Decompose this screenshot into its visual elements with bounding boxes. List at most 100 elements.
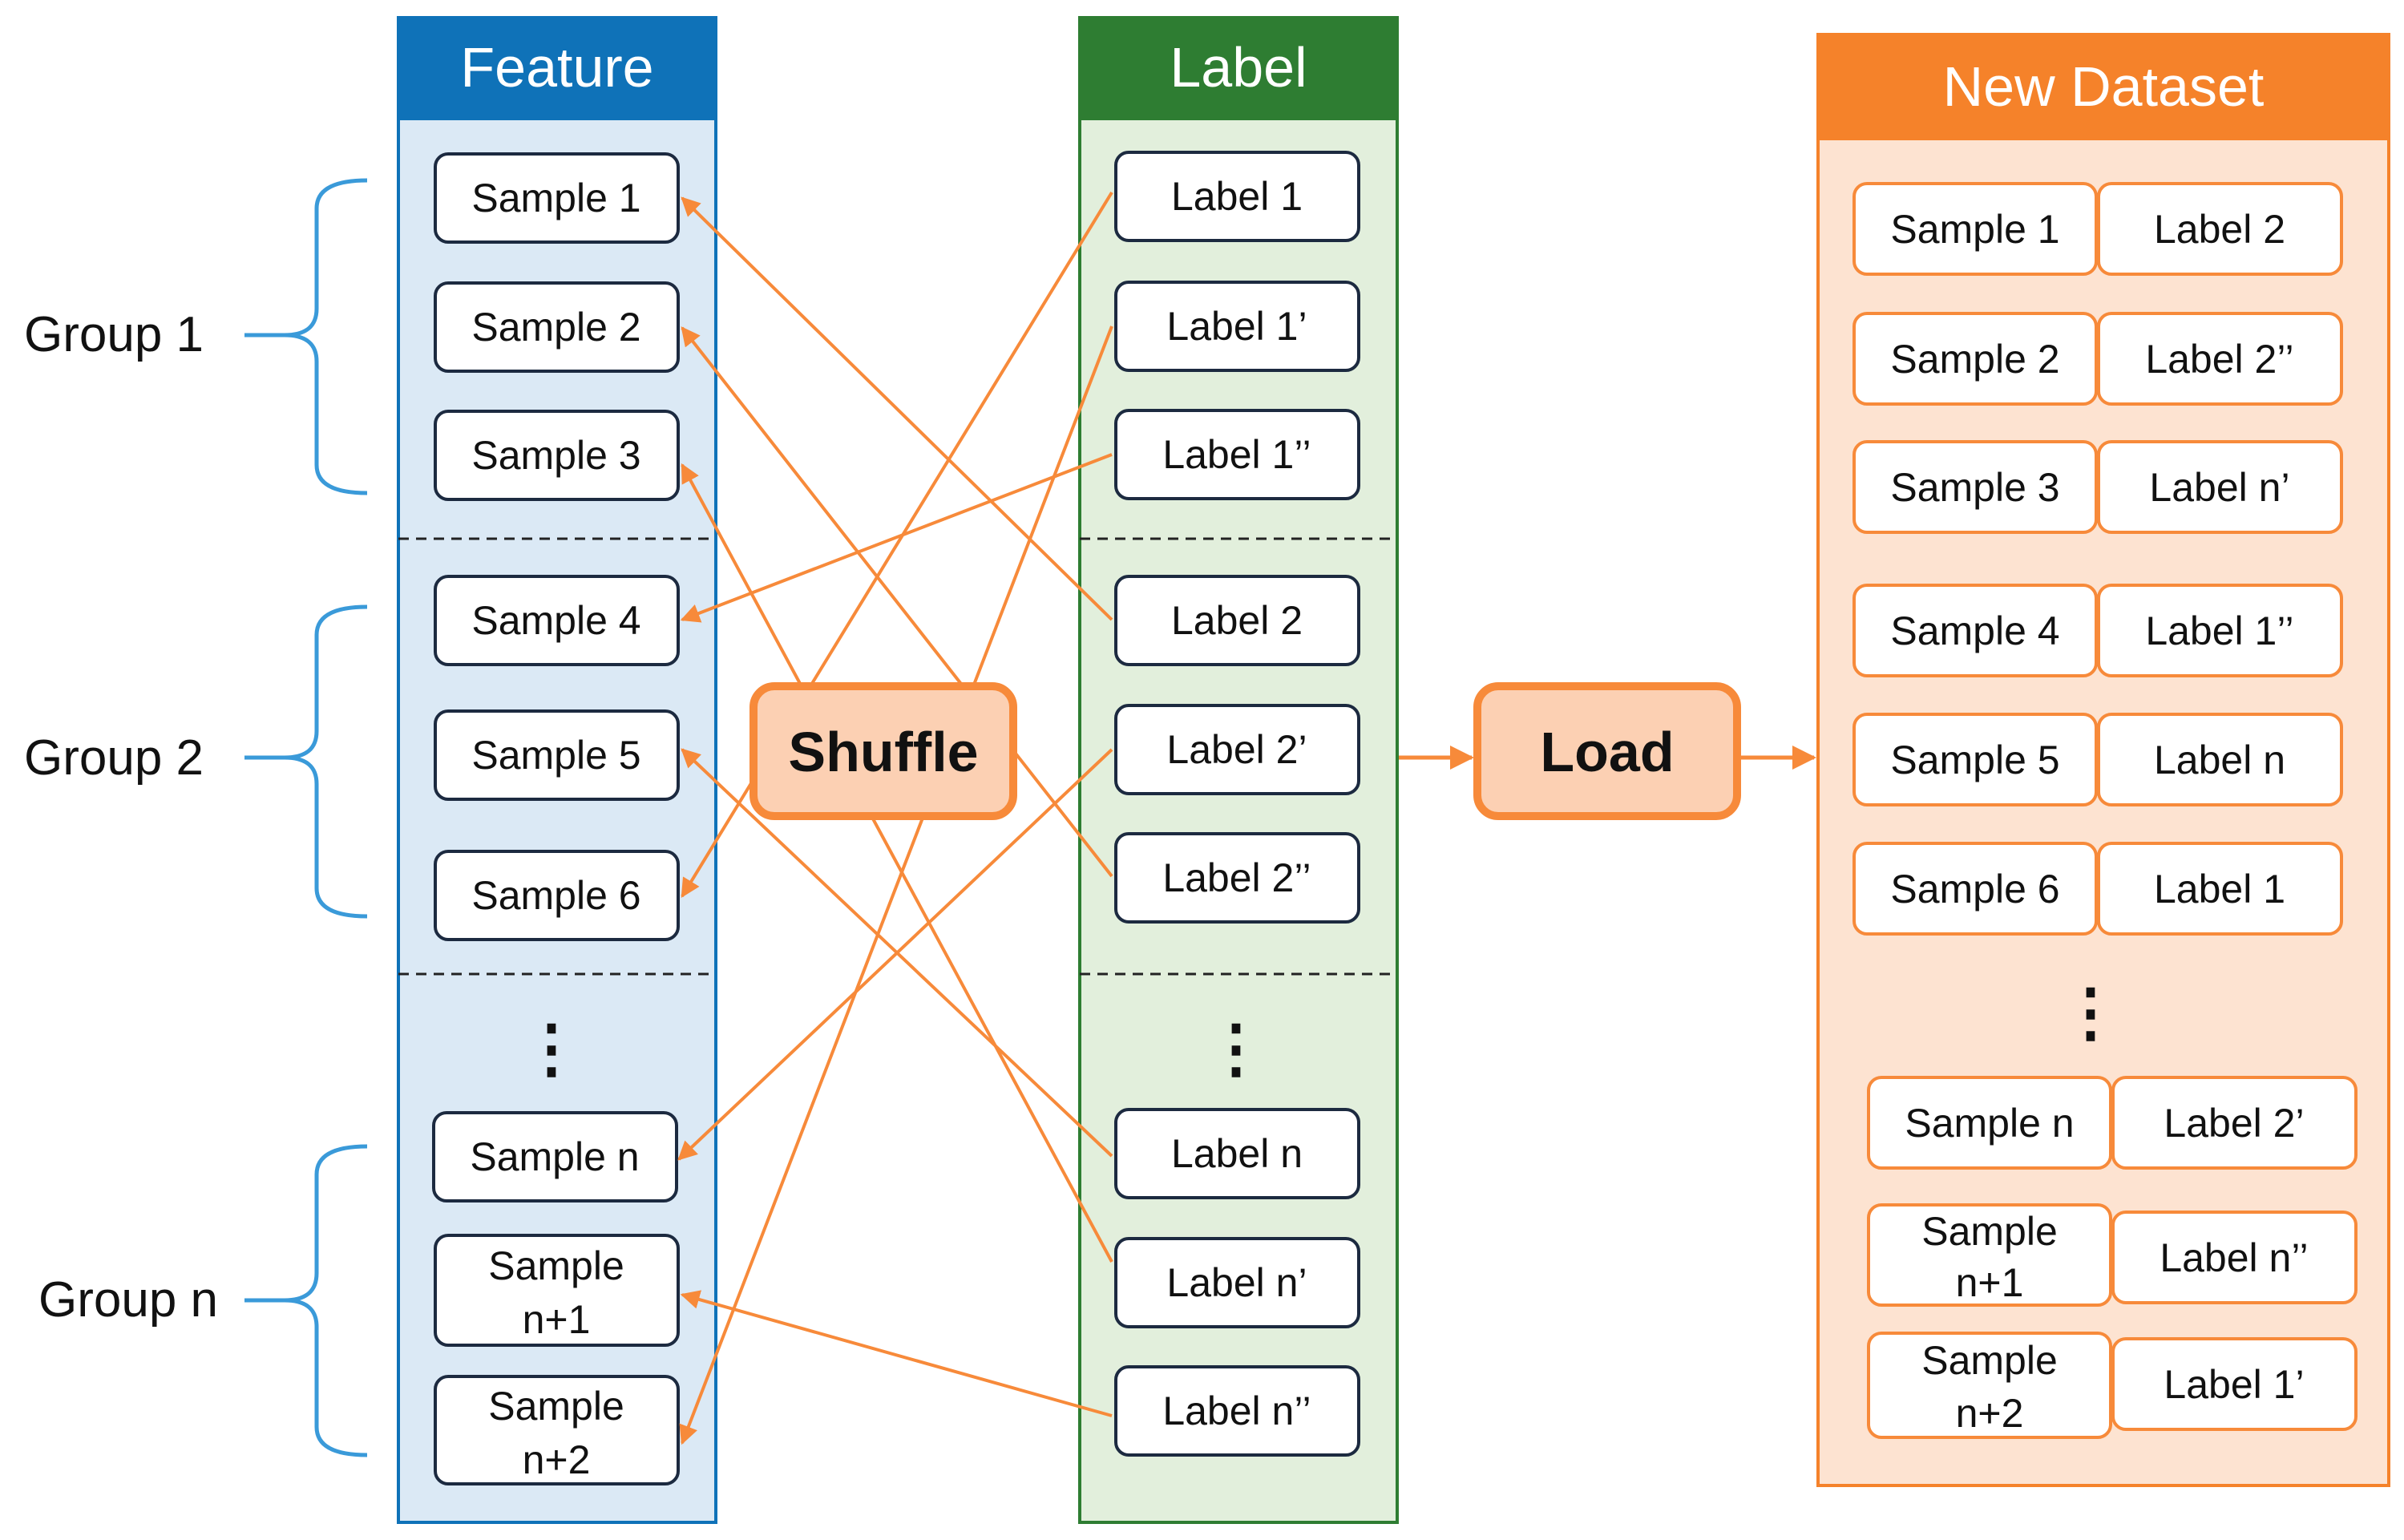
label-item-n: Label n [1114,1108,1360,1199]
load-label: Load [1540,721,1674,783]
label-item-2: Label 2 [1114,575,1360,666]
dataset-row-1-sample-box [1852,182,2098,276]
feature-ellipsis: ⋮ [519,1013,584,1084]
feature-sample-6-text: Sample 6 [471,873,640,918]
group-2-label: Group 2 [24,730,204,786]
label-item-npp-box [1114,1365,1360,1457]
feature-sample-4-text: Sample 4 [471,598,640,643]
feature-sample-2-box [434,281,680,373]
label-item-2-text: Label 2 [1171,598,1303,643]
dataset-row-1: Sample 1 Label 2 [1852,182,2343,276]
new-dataset-column: New Dataset Sample 1 Label 2 Sample 2 La… [1816,33,2390,1487]
dataset-row-n-label-box [2111,1076,2358,1170]
dataset-row-6-label-box [2097,842,2343,936]
feature-sample-6: Sample 6 [434,850,680,941]
group-n-label: Group n [38,1272,218,1328]
arrow-label1p-to-samplen2 [679,325,1113,1445]
dataset-row-5: Sample 5 Label n [1852,713,2343,806]
group-2-brace [284,604,368,919]
feature-sample-n2: Sample n+2 [434,1375,680,1485]
dataset-row-n1-sample-line2: n+1 [1956,1260,2024,1305]
feature-title: Feature [460,36,653,99]
load-flow: Load [1399,682,1816,820]
feature-sample-n1-line1: Sample [488,1243,624,1288]
dataset-title: New Dataset [1943,55,2265,118]
dataset-header [1818,34,2389,140]
group-2: Group 2 [24,604,368,919]
feature-sample-5-box [434,709,680,801]
group-1: Group 1 [24,178,368,495]
feature-sample-2-text: Sample 2 [471,305,640,350]
label-item-np-text: Label n’ [1166,1260,1307,1305]
feature-sample-n-box [432,1111,678,1202]
dataset-row-5-label: Label n [2154,738,2285,782]
dataset-row-n2-label: Label 1’ [2164,1362,2304,1407]
shuffle-label: Shuffle [788,721,978,783]
feature-sample-n1-line2: n+1 [523,1297,591,1342]
feature-column: Feature Sample 1 Sample 2 Sample 3 Sampl… [397,16,717,1524]
feature-sample-4-box [434,575,680,666]
label-item-n-box [1114,1108,1360,1199]
label-item-1pp-box [1114,409,1360,500]
group-n: Group n [38,1144,368,1457]
arrow-labelnp-to-sample3 [681,463,1113,1263]
dataset-row-6-sample-box [1852,842,2098,936]
feature-sample-3-text: Sample 3 [471,433,640,478]
feature-sample-1-text: Sample 1 [471,176,640,220]
dataset-row-3-label-box [2097,440,2343,534]
feature-sample-4: Sample 4 [434,575,680,666]
shuffle-box [749,682,1017,820]
arrow-labelnpp-to-samplen1 [680,1290,1113,1417]
dataset-row-2-sample: Sample 2 [1890,337,2059,382]
feature-sample-5: Sample 5 [434,709,680,801]
arrow-label2p-to-samplen [677,748,1113,1161]
feature-sample-n1-box [434,1234,680,1347]
group-1-brace [284,178,368,495]
label-item-npp: Label n’’ [1114,1365,1360,1457]
arrow-label2-to-sample1 [681,196,1113,621]
dataset-row-n2-sample-line2: n+2 [1956,1391,2024,1436]
dataset-row-n: Sample n Label 2’ [1867,1076,2358,1170]
label-item-1-box [1114,151,1360,242]
dataset-row-5-sample-box [1852,713,2098,806]
feature-sample-1-box [434,152,680,244]
arrow-label1pp-to-sample4 [680,453,1113,623]
label-item-npp-text: Label n’’ [1162,1388,1311,1433]
dataset-row-n1-label: Label n’’ [2160,1235,2308,1280]
label-item-np-box [1114,1237,1360,1328]
group-1-label: Group 1 [24,307,204,362]
dataset-row-2-label: Label 2’’ [2145,337,2293,382]
label-item-2-box [1114,575,1360,666]
label-item-1p-text: Label 1’ [1166,304,1307,349]
feature-sample-n: Sample n [432,1111,678,1202]
dataset-row-4: Sample 4 Label 1’’ [1852,584,2343,677]
feature-sample-5-text: Sample 5 [471,733,640,778]
label-header [1080,18,1397,120]
dataset-ellipsis: ⋮ [2059,976,2123,1048]
feature-sample-n2-line1: Sample [488,1384,624,1429]
dataset-row-n2: Sample n+2 Label 1’ [1867,1332,2358,1439]
dataset-row-2-sample-box [1852,312,2098,406]
feature-sample-n-text: Sample n [470,1134,639,1179]
feature-sample-n1: Sample n+1 [434,1234,680,1347]
dataset-row-n1-label-box [2111,1211,2358,1304]
feature-sample-n2-box [434,1375,680,1485]
shuffle-arrows [677,191,1113,1445]
label-item-2pp-box [1114,832,1360,924]
feature-sample-n2-line2: n+2 [523,1437,591,1482]
dataset-row-6-label: Label 1 [2154,867,2285,911]
label-item-2p: Label 2’ [1114,704,1360,795]
label-item-n-text: Label n [1171,1131,1303,1176]
feature-sample-1: Sample 1 [434,152,680,244]
shuffle-node: Shuffle [749,682,1017,820]
dataset-row-2: Sample 2 Label 2’’ [1852,312,2343,406]
label-column: Label Label 1 Label 1’ Label 1’’ Label 2… [1078,16,1399,1524]
dataset-row-1-label: Label 2 [2154,207,2285,252]
label-item-2pp: Label 2’’ [1114,832,1360,924]
dataset-row-n-sample: Sample n [1905,1101,2074,1146]
dataset-row-4-sample: Sample 4 [1890,608,2059,653]
dataset-row-4-sample-box [1852,584,2098,677]
group-n-brace [284,1144,368,1457]
label-item-2pp-text: Label 2’’ [1162,855,1311,900]
feature-header [398,18,716,120]
